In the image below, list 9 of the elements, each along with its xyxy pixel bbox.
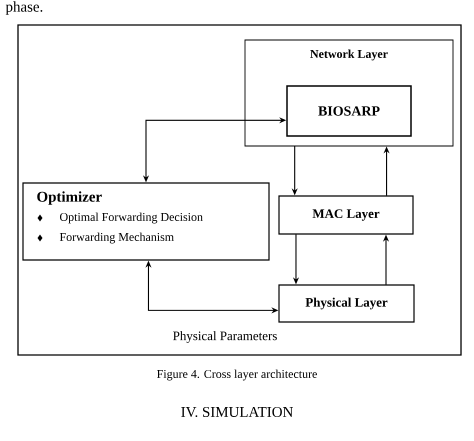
protocol-box: BIOSARP [286,85,412,137]
frame-box [17,24,462,356]
edge-label: Physical Parameters [172,330,278,344]
section-heading: IV. SIMULATION [181,406,293,418]
page-text: phase. [6,1,42,15]
caption: Figure 4. Cross layer architecture [157,370,317,380]
layer-box: MAC Layer [278,195,414,235]
layer-box: Physical Layer [278,284,415,323]
optimizer-box: Optimizer Optimal Forwarding Decision Forwarding Mechanism [22,182,270,261]
